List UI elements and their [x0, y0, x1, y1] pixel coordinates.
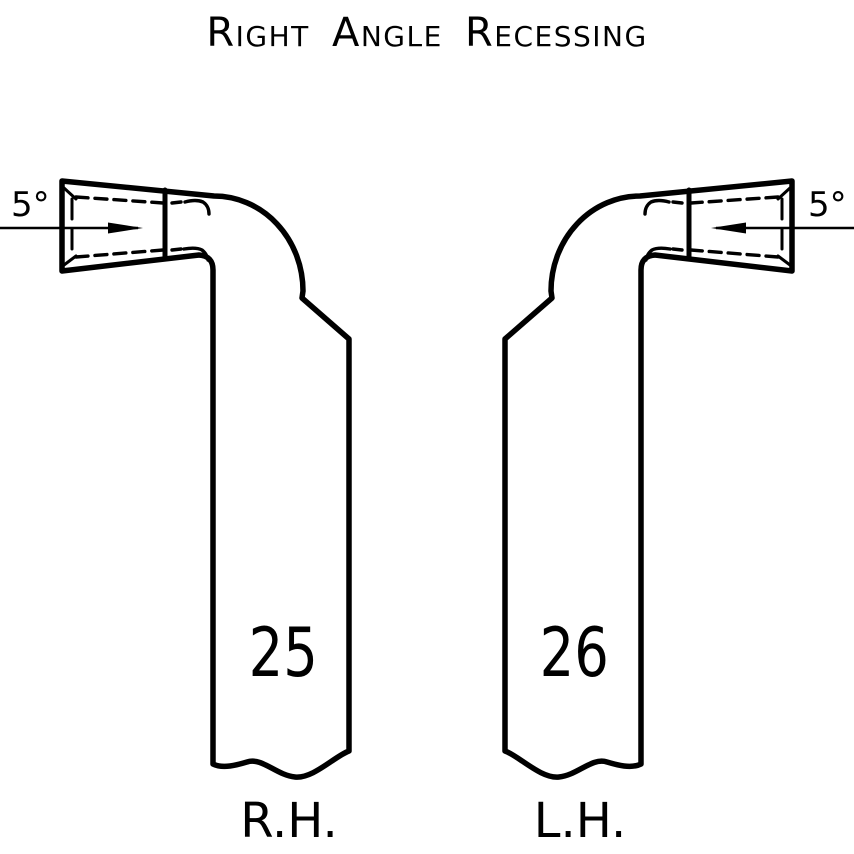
tool-number-left-text: 25	[248, 614, 318, 693]
tip-chamfer-bottom	[62, 254, 78, 267]
hand-label-left: R.H.	[240, 793, 338, 849]
hand-label-right: L.H.	[533, 793, 627, 849]
tool-number-left: 25	[217, 620, 349, 688]
drawing-title: Right Angle Recessing	[206, 10, 648, 56]
rake-angle-label-left: 5°	[11, 185, 50, 225]
lathe-tool-left	[0, 178, 352, 780]
tool-number-right-text: 26	[539, 614, 609, 693]
hidden-line-top-end-hook	[170, 198, 211, 216]
hidden-line-bottom	[74, 248, 165, 259]
tip-chamfer-top	[62, 186, 78, 201]
tool-number-right: 26	[508, 620, 640, 688]
tool-outline	[59, 178, 352, 780]
hidden-line-top	[74, 195, 165, 205]
hidden-line-bottom-end-hook	[170, 246, 210, 262]
arrowhead-icon	[108, 222, 143, 234]
rake-angle-label-right: 5°	[808, 185, 847, 225]
